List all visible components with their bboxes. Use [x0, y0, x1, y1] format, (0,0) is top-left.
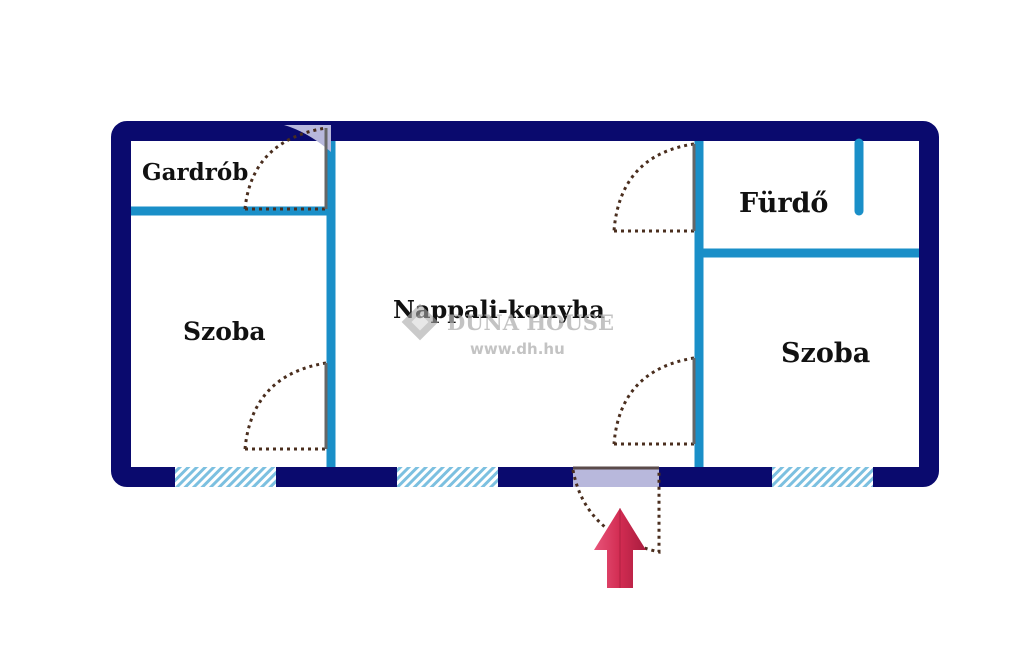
outer-wall — [111, 121, 939, 487]
door-gardrob-swing — [243, 126, 327, 210]
door-gardrob-fill — [284, 125, 331, 152]
room-label-szoba-right: Szoba — [781, 338, 870, 369]
watermark: DUNA HOUSE www.dh.hu — [401, 303, 614, 358]
entrance-door-swing — [571, 469, 661, 554]
window-right — [772, 467, 873, 487]
door-szoba-right-swing — [612, 356, 695, 445]
room-label-furdo: Fürdő — [739, 188, 828, 219]
window-middle — [397, 467, 498, 487]
window-left — [175, 467, 276, 487]
entrance-door-opening — [573, 467, 659, 487]
door-szoba-left-swing — [243, 361, 327, 450]
room-label-gardrob: Gardrób — [142, 159, 248, 186]
duna-house-logo-icon — [401, 303, 439, 341]
door-furdo-swing — [612, 142, 695, 232]
entrance-arrow-icon — [594, 508, 646, 588]
watermark-brand: DUNA HOUSE — [447, 310, 614, 335]
room-label-szoba-left: Szoba — [183, 317, 266, 346]
watermark-url: www.dh.hu — [470, 340, 565, 358]
